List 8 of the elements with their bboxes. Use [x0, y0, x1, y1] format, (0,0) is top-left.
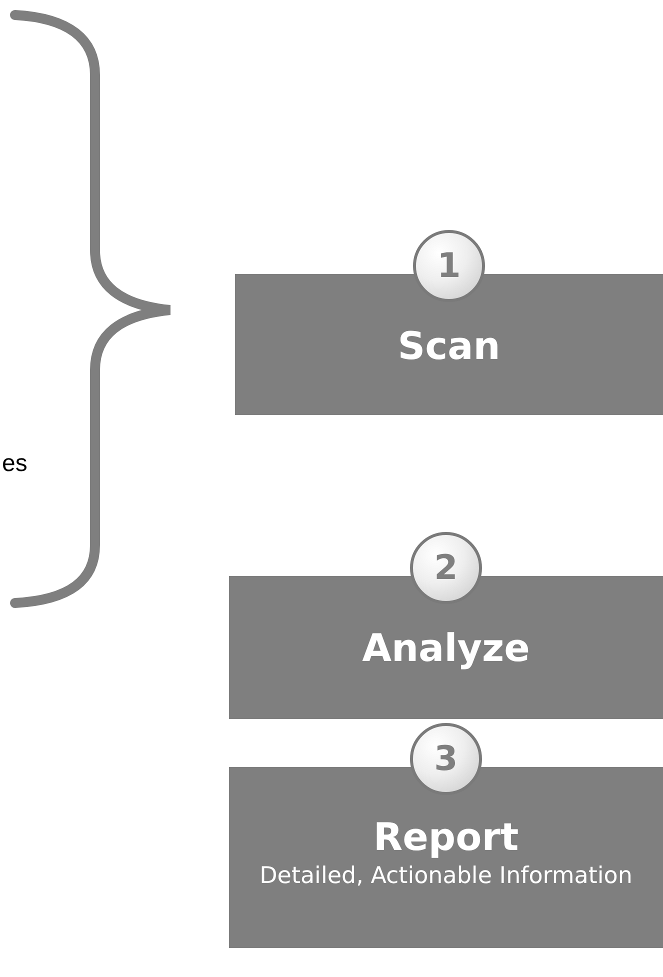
step-title: Scan — [396, 324, 502, 368]
step-number: 1 — [413, 230, 485, 302]
step-number: 2 — [410, 532, 482, 604]
step-title: Report — [372, 815, 520, 859]
step-number: 3 — [410, 723, 482, 795]
step-description: Detailed, Actionable Information — [258, 862, 634, 891]
step-title: Analyze — [361, 626, 531, 670]
text-fragment: es — [2, 450, 28, 478]
